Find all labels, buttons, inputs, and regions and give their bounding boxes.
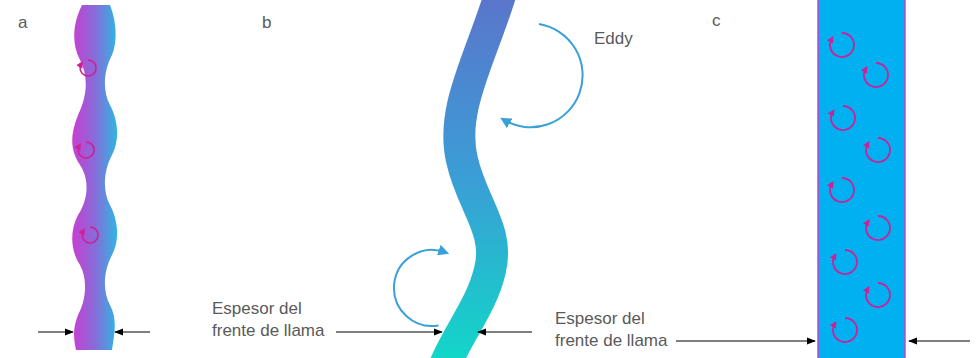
thickness-arrow [909, 340, 970, 341]
thickness-arrow [478, 331, 532, 332]
small-eddy [866, 138, 890, 162]
small-eddy [78, 142, 94, 158]
thickness-label: Espesor del frente de llama [212, 298, 334, 342]
thickness-arrow [115, 331, 150, 332]
large-eddy [394, 250, 445, 326]
small-eddy [864, 63, 888, 87]
small-eddy [82, 227, 98, 243]
small-eddy [831, 106, 855, 130]
large-eddy [504, 24, 583, 127]
small-eddy [866, 216, 890, 240]
small-eddy [866, 283, 890, 307]
panel-letter: c [712, 10, 721, 32]
small-eddy [833, 250, 857, 274]
wrinkled-flame-front [72, 5, 117, 350]
thickness-arrow [38, 331, 73, 332]
distributed-reaction-zone [818, 0, 905, 358]
small-eddy [833, 318, 857, 342]
panel-letter: b [262, 12, 271, 34]
thickness-arrow [676, 340, 815, 341]
small-eddy [830, 178, 854, 202]
small-eddy [830, 33, 854, 57]
thickness-arrow [336, 331, 442, 332]
small-eddy [80, 60, 96, 76]
curved-flame-front [445, 0, 500, 358]
eddy-label: Eddy [594, 28, 633, 50]
thickness-label: Espesor del frente de llama [555, 308, 677, 352]
panel-letter: a [18, 12, 27, 34]
